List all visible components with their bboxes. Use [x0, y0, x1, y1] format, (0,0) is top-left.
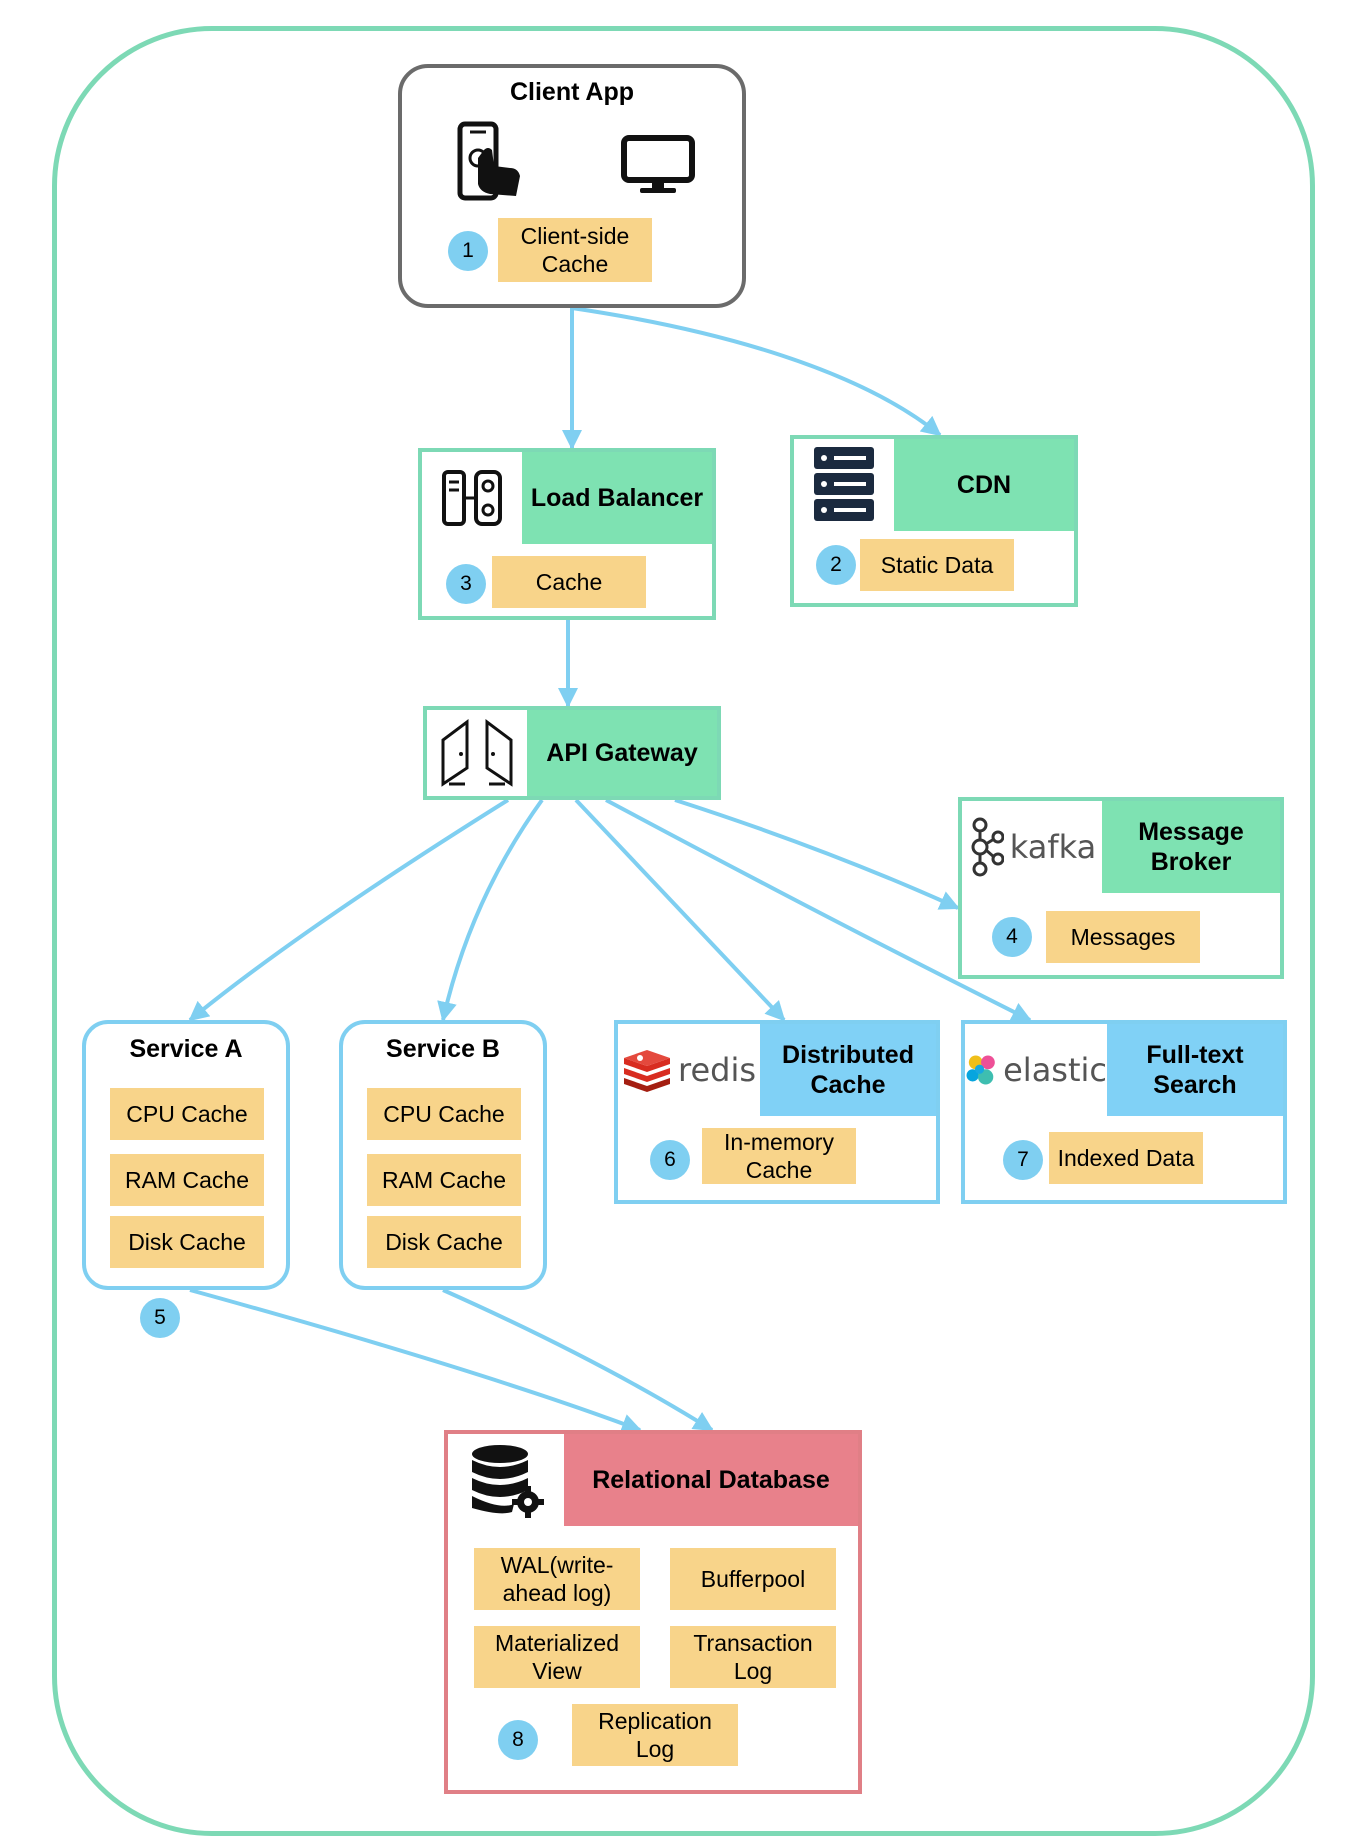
elastic-logo-icon: elastic — [965, 1024, 1107, 1116]
replication-log-tag: Replication Log — [572, 1704, 738, 1766]
arrow-client-to-cdn — [571, 306, 942, 437]
arrow-api-gateway-to-fulltext-search — [605, 798, 1032, 1022]
step-number-badge: 6 — [650, 1140, 690, 1180]
step-number-badge: 8 — [498, 1720, 538, 1760]
monitor-icon — [620, 134, 696, 196]
disk-cache-tag: Disk Cache — [110, 1216, 264, 1268]
load-balancer-icon — [422, 452, 522, 544]
load-balancer-box: Load Balancer 3 Cache — [418, 448, 716, 620]
ram-cache-tag: RAM Cache — [110, 1154, 264, 1206]
distributed-cache-title: Distributed Cache — [760, 1024, 936, 1116]
cpu-cache-tag: CPU Cache — [110, 1088, 264, 1140]
client-app-box: Client App 1 Client-side Cache — [398, 64, 746, 308]
step-number-badge: 3 — [446, 564, 486, 604]
service-a-title: Service A — [129, 1035, 243, 1063]
database-gear-icon — [448, 1434, 564, 1526]
step-number-badge: 4 — [992, 917, 1032, 957]
messages-tag: Messages — [1046, 911, 1200, 963]
touch-phone-icon — [456, 120, 526, 216]
arrow-api-gateway-to-service-a — [188, 798, 510, 1022]
cdn-title: CDN — [894, 439, 1074, 531]
arrow-service-a-to-database — [189, 1288, 642, 1434]
arrow-api-gateway-to-message-broker — [674, 798, 960, 910]
arrow-service-b-to-database — [442, 1288, 714, 1432]
indexed-data-tag: Indexed Data — [1049, 1132, 1203, 1184]
redis-logo-icon: redis — [618, 1024, 760, 1116]
server-rack-icon — [794, 439, 894, 531]
step-number-badge: 2 — [816, 545, 856, 585]
api-gateway-title: API Gateway — [527, 710, 717, 796]
bufferpool-tag: Bufferpool — [670, 1548, 836, 1610]
kafka-logo-icon: kafka — [962, 801, 1102, 893]
load-balancer-title: Load Balancer — [522, 452, 712, 544]
fulltext-search-title: Full-text Search — [1107, 1024, 1283, 1116]
distributed-cache-box: redis Distributed Cache 6 In-memory Cach… — [614, 1020, 940, 1204]
ram-cache-tag: RAM Cache — [367, 1154, 521, 1206]
message-broker-box: kafka Message Broker 4 Messages — [958, 797, 1284, 979]
message-broker-title: Message Broker — [1102, 801, 1280, 893]
in-memory-cache-tag: In-memory Cache — [702, 1128, 856, 1184]
arrow-api-gateway-to-distributed-cache — [574, 798, 786, 1022]
wal-tag: WAL(write-ahead log) — [474, 1548, 640, 1610]
relational-database-title: Relational Database — [564, 1434, 858, 1526]
transaction-log-tag: Transaction Log — [670, 1626, 836, 1688]
relational-database-box: Relational Database WAL(write-ahead log)… — [444, 1430, 862, 1794]
outer-frame — [52, 26, 1315, 1836]
service-a-box: Service A CPU Cache RAM Cache Disk Cache — [82, 1020, 290, 1290]
service-b-title: Service B — [386, 1035, 500, 1063]
client-app-title: Client App — [509, 78, 635, 106]
step-number-badge: 7 — [1003, 1140, 1043, 1180]
api-gateway-box: API Gateway — [423, 706, 721, 800]
gate-icon — [427, 710, 527, 796]
arrow-api-gateway-to-service-b — [437, 798, 544, 1022]
redis-brand-text: redis — [677, 1051, 756, 1089]
materialized-view-tag: Materialized View — [474, 1626, 640, 1688]
client-side-cache-tag: Client-side Cache — [498, 218, 652, 282]
static-data-tag: Static Data — [860, 539, 1014, 591]
fulltext-search-box: elastic Full-text Search 7 Indexed Data — [961, 1020, 1287, 1204]
cdn-box: CDN 2 Static Data — [790, 435, 1078, 607]
service-b-box: Service B CPU Cache RAM Cache Disk Cache — [339, 1020, 547, 1290]
step-number-badge: 5 — [140, 1298, 180, 1338]
disk-cache-tag: Disk Cache — [367, 1216, 521, 1268]
cpu-cache-tag: CPU Cache — [367, 1088, 521, 1140]
kafka-brand-text: kafka — [1009, 828, 1097, 866]
cache-tag: Cache — [492, 556, 646, 608]
elastic-brand-text: elastic — [1003, 1051, 1107, 1089]
step-number-badge: 1 — [448, 231, 488, 271]
